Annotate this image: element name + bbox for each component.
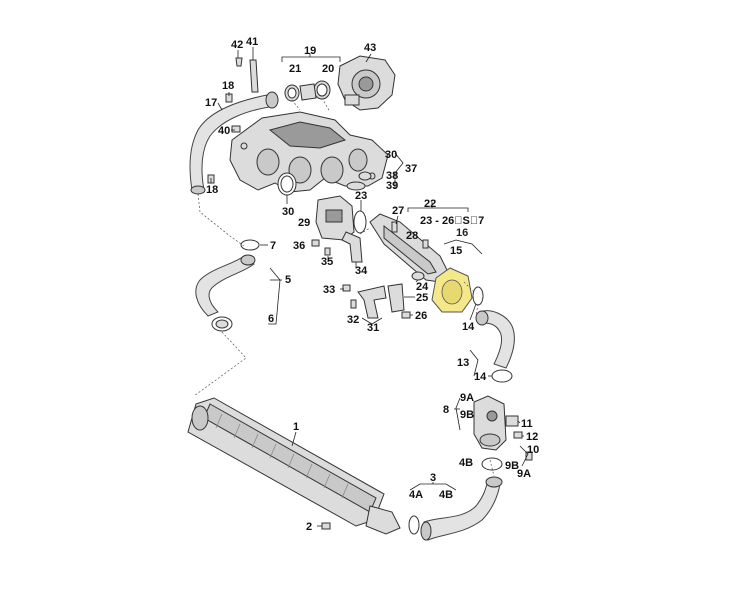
label-21[interactable]: 21 bbox=[289, 63, 301, 75]
label-7[interactable]: 7 bbox=[270, 240, 276, 252]
label-20[interactable]: 20 bbox=[322, 63, 334, 75]
bolt-10[interactable] bbox=[525, 451, 533, 461]
label-39[interactable]: 39 bbox=[386, 180, 398, 192]
label-13[interactable]: 13 bbox=[457, 357, 469, 369]
bolt-27[interactable] bbox=[391, 221, 398, 233]
gasket-30[interactable] bbox=[277, 172, 297, 196]
clamp-6[interactable] bbox=[211, 316, 233, 332]
label-27[interactable]: 27 bbox=[392, 205, 404, 217]
hose-5[interactable] bbox=[195, 254, 256, 317]
label-9A-upper[interactable]: 9A bbox=[460, 392, 474, 404]
part-labels: 42 41 19 43 21 20 18 17 40 18 30 37 38 3… bbox=[205, 36, 539, 533]
seal-39[interactable] bbox=[346, 181, 366, 191]
label-36[interactable]: 36 bbox=[293, 240, 305, 252]
label-6[interactable]: 6 bbox=[268, 313, 274, 325]
label-33[interactable]: 33 bbox=[323, 284, 335, 296]
clamp-7[interactable] bbox=[240, 239, 260, 251]
label-9B-upper[interactable]: 9B bbox=[460, 409, 474, 421]
bolt-35[interactable] bbox=[324, 247, 331, 256]
label-1[interactable]: 1 bbox=[293, 421, 299, 433]
label-22[interactable]: 22 bbox=[424, 198, 436, 210]
throttle-body[interactable] bbox=[337, 55, 396, 111]
label-9B-lower[interactable]: 9B bbox=[505, 460, 519, 472]
label-18-top[interactable]: 18 bbox=[222, 80, 234, 92]
label-16[interactable]: 16 bbox=[456, 227, 468, 239]
label-31[interactable]: 31 bbox=[367, 322, 379, 334]
sensor-11[interactable] bbox=[505, 415, 519, 427]
label-29[interactable]: 29 bbox=[298, 217, 310, 229]
label-38[interactable]: 38 bbox=[386, 170, 398, 182]
bracket-34[interactable] bbox=[341, 231, 363, 263]
label-34[interactable]: 34 bbox=[355, 265, 368, 277]
label-14-lower[interactable]: 14 bbox=[474, 371, 487, 383]
label-10[interactable]: 10 bbox=[527, 444, 539, 456]
label-4B-right[interactable]: 4B bbox=[459, 457, 473, 469]
label-28[interactable]: 28 bbox=[406, 230, 418, 242]
label-3[interactable]: 3 bbox=[430, 472, 436, 484]
label-4A[interactable]: 4A bbox=[409, 489, 423, 501]
connector-piece[interactable] bbox=[299, 83, 317, 101]
label-30-bottom[interactable]: 30 bbox=[282, 206, 294, 218]
seal-15[interactable] bbox=[472, 286, 484, 306]
label-5[interactable]: 5 bbox=[285, 274, 291, 286]
bolt-41[interactable] bbox=[249, 59, 259, 93]
clamp-14-mid[interactable] bbox=[491, 369, 513, 383]
label-18-bottom[interactable]: 18 bbox=[206, 184, 218, 196]
bolt-28[interactable] bbox=[422, 239, 429, 249]
hose-13[interactable] bbox=[475, 310, 515, 369]
label-42[interactable]: 42 bbox=[231, 39, 243, 51]
label-41[interactable]: 41 bbox=[246, 36, 258, 48]
label-11[interactable]: 11 bbox=[521, 418, 533, 430]
label-19[interactable]: 19 bbox=[304, 45, 316, 57]
label-40[interactable]: 40 bbox=[218, 125, 230, 137]
hose-3[interactable] bbox=[420, 476, 503, 541]
charge-air-cooler[interactable] bbox=[187, 397, 401, 535]
leader-lines bbox=[210, 47, 529, 527]
gasket-23[interactable] bbox=[353, 210, 367, 234]
egr-cooler-22[interactable] bbox=[369, 213, 449, 283]
label-25[interactable]: 25 bbox=[416, 292, 428, 304]
bolt-12[interactable] bbox=[513, 431, 523, 439]
label-15[interactable]: 15 bbox=[450, 245, 462, 257]
seal-ring-21[interactable] bbox=[284, 84, 300, 102]
egr-valve-29[interactable] bbox=[315, 195, 355, 241]
label-2[interactable]: 2 bbox=[306, 521, 312, 533]
bolt-2[interactable] bbox=[321, 522, 331, 530]
bolt-32[interactable] bbox=[350, 299, 357, 309]
pipe-25[interactable] bbox=[387, 283, 405, 313]
bolt-42[interactable] bbox=[235, 57, 243, 67]
fitting-24[interactable] bbox=[411, 271, 425, 281]
label-8[interactable]: 8 bbox=[443, 404, 449, 416]
bracket-31[interactable] bbox=[357, 285, 387, 319]
intake-manifold[interactable] bbox=[229, 111, 389, 193]
seal-38[interactable] bbox=[358, 171, 372, 181]
bolt-40[interactable] bbox=[231, 125, 241, 133]
clamp-4B-right[interactable] bbox=[481, 457, 503, 471]
label-9A-lower[interactable]: 9A bbox=[517, 468, 531, 480]
coupling-8[interactable] bbox=[473, 395, 507, 451]
label-17[interactable]: 17 bbox=[205, 97, 217, 109]
label-23-range[interactable]: 23 - 26 S 7 bbox=[420, 215, 484, 227]
label-35[interactable]: 35 bbox=[321, 256, 333, 268]
label-12[interactable]: 12 bbox=[526, 431, 538, 443]
label-26[interactable]: 26 bbox=[415, 310, 427, 322]
clamp-4A[interactable] bbox=[408, 515, 420, 535]
intake-pipe[interactable] bbox=[189, 91, 279, 195]
label-4B-bottom[interactable]: 4B bbox=[439, 489, 453, 501]
bolt-33[interactable] bbox=[342, 284, 351, 292]
label-14-upper[interactable]: 14 bbox=[462, 321, 475, 333]
label-43[interactable]: 43 bbox=[364, 42, 376, 54]
highlighted-part-16[interactable] bbox=[431, 267, 473, 313]
connection-lines bbox=[193, 97, 495, 477]
bolt-36[interactable] bbox=[311, 239, 320, 247]
bolt-26[interactable] bbox=[401, 311, 411, 319]
label-32[interactable]: 32 bbox=[347, 314, 359, 326]
label-24[interactable]: 24 bbox=[416, 281, 429, 293]
label-37[interactable]: 37 bbox=[405, 163, 417, 175]
label-30-top[interactable]: 30 bbox=[385, 149, 397, 161]
label-23[interactable]: 23 bbox=[355, 190, 367, 202]
seal-ring-20[interactable] bbox=[313, 80, 331, 100]
